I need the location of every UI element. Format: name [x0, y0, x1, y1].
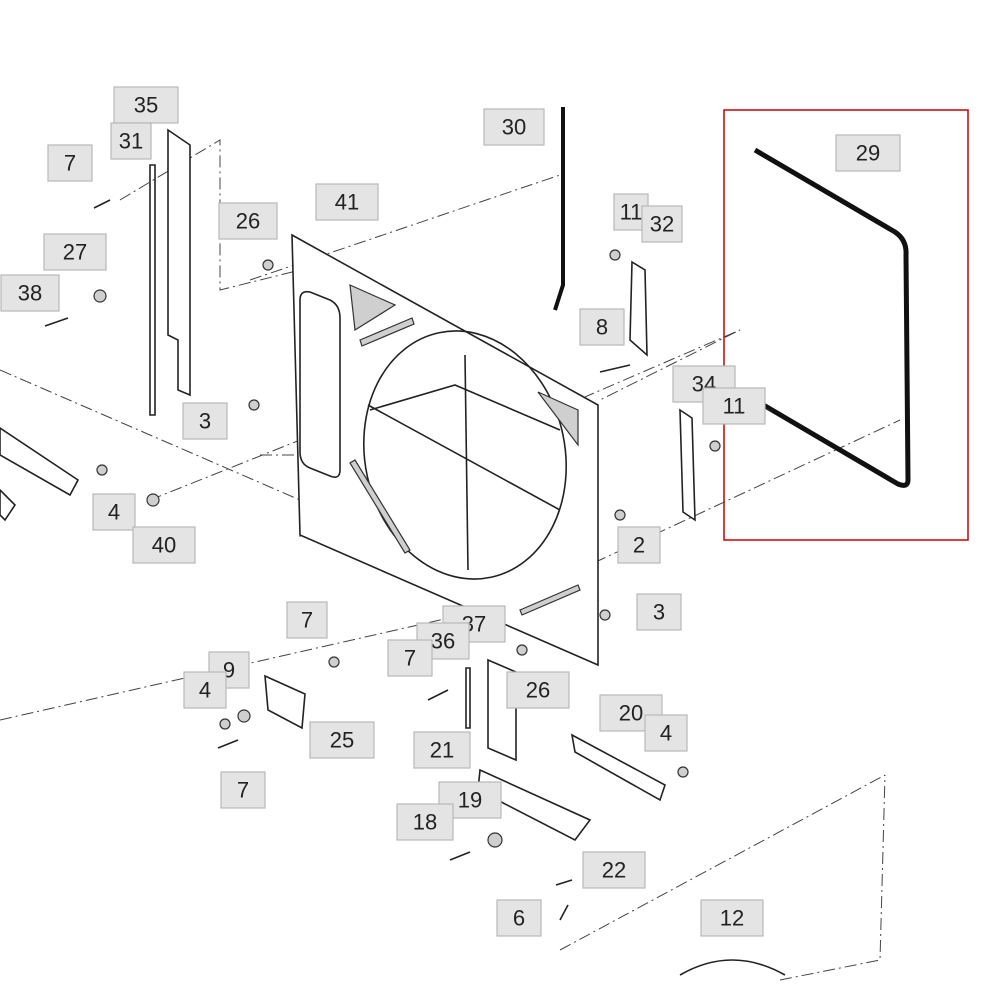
callout-box	[582, 851, 646, 889]
callout-number: 18	[413, 810, 437, 835]
callout-9: 9	[208, 651, 250, 689]
callout-11: 11	[702, 387, 766, 425]
callout-number: 4	[199, 678, 211, 703]
callout-box	[43, 233, 107, 271]
callout-number: 7	[237, 778, 249, 803]
callout-box	[579, 308, 625, 346]
callout-number: 40	[152, 533, 176, 558]
callout-box	[110, 122, 152, 160]
callout-number: 8	[596, 315, 608, 340]
callout-number: 32	[650, 212, 674, 237]
callout-number: 22	[602, 858, 626, 883]
fan-shroud-part-41	[291, 233, 599, 667]
callout-number: 3	[653, 600, 665, 625]
callout-30: 30	[483, 108, 545, 146]
callout-6: 6	[496, 899, 542, 937]
callout-35: 35	[113, 86, 179, 124]
callout-box	[396, 803, 454, 841]
callout-12: 12	[700, 899, 764, 937]
callout-number: 41	[335, 190, 359, 215]
callout-18: 18	[396, 803, 454, 841]
callout-number: 27	[63, 240, 87, 265]
callout-4: 4	[92, 493, 136, 531]
callout-number: 7	[404, 646, 416, 671]
callout-26: 26	[506, 671, 570, 709]
callout-26: 26	[218, 202, 278, 240]
callout-41: 41	[315, 183, 379, 221]
callout-box	[218, 202, 278, 240]
callout-box	[636, 593, 682, 631]
callout-box	[286, 601, 328, 639]
callout-4: 4	[183, 671, 227, 709]
callout-box	[220, 771, 266, 809]
callout-40: 40	[132, 526, 196, 564]
callout-box	[483, 108, 545, 146]
callout-box	[182, 402, 228, 440]
callout-8: 8	[579, 308, 625, 346]
callout-number: 4	[108, 500, 120, 525]
callout-number: 6	[513, 906, 525, 931]
callout-box	[617, 526, 661, 564]
callout-box	[641, 205, 683, 243]
callout-29: 29	[835, 134, 901, 172]
callout-22: 22	[582, 851, 646, 889]
callout-number: 26	[526, 678, 550, 703]
callout-25: 25	[309, 721, 375, 759]
callout-number: 26	[236, 209, 260, 234]
callout-box	[413, 731, 471, 769]
misc-parts	[0, 107, 786, 976]
callout-number: 11	[620, 200, 643, 225]
callout-31: 31	[110, 122, 152, 160]
callout-27: 27	[43, 233, 107, 271]
callout-number: 31	[119, 129, 143, 154]
callout-7: 7	[387, 639, 433, 677]
callout-number: 3	[199, 409, 211, 434]
callout-box	[183, 671, 227, 709]
callout-number: 7	[301, 608, 313, 633]
callout-number: 25	[330, 728, 354, 753]
callout-box	[47, 144, 93, 182]
seal-part-29	[753, 147, 911, 488]
callout-number: 20	[619, 701, 643, 726]
callout-21: 21	[413, 731, 471, 769]
callout-number: 36	[431, 629, 455, 654]
callout-number: 21	[430, 738, 454, 763]
callout-box	[506, 671, 570, 709]
highlight-box	[723, 109, 969, 541]
callout-number: 12	[720, 906, 744, 931]
callout-number: 19	[458, 788, 482, 813]
callout-box	[92, 493, 136, 531]
callout-box	[0, 274, 60, 312]
callout-32: 32	[641, 205, 683, 243]
callout-number: 4	[660, 721, 672, 746]
callout-number: 11	[723, 394, 746, 419]
callout-box	[835, 134, 901, 172]
callout-number: 29	[856, 141, 880, 166]
callout-box	[700, 899, 764, 937]
callout-7: 7	[286, 601, 328, 639]
callout-2: 2	[617, 526, 661, 564]
callout-number: 38	[18, 281, 42, 306]
callout-box	[702, 387, 766, 425]
callout-3: 3	[182, 402, 228, 440]
callout-number: 30	[502, 115, 526, 140]
callout-box	[496, 899, 542, 937]
callout-7: 7	[220, 771, 266, 809]
callout-box	[387, 639, 433, 677]
callout-4: 4	[644, 714, 688, 752]
callout-38: 38	[0, 274, 60, 312]
callout-number: 2	[633, 533, 645, 558]
callout-box	[132, 526, 196, 564]
callout-box	[309, 721, 375, 759]
callout-3: 3	[636, 593, 682, 631]
callout-7: 7	[47, 144, 93, 182]
callout-box	[644, 714, 688, 752]
callout-number: 7	[64, 151, 76, 176]
callout-number: 35	[134, 93, 158, 118]
callout-box	[315, 183, 379, 221]
callout-box	[113, 86, 179, 124]
